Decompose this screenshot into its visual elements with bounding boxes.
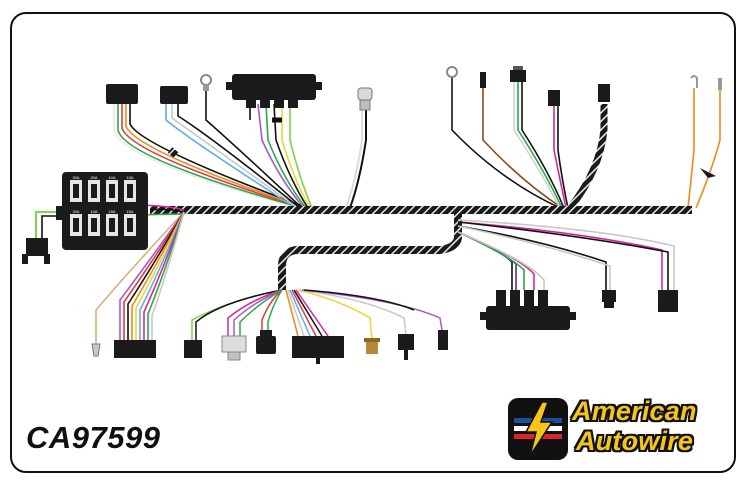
fuse-slot-center <box>127 184 133 198</box>
connector-bottom-2pin-a <box>184 340 202 358</box>
fuse-slot-center <box>109 184 115 198</box>
ring-terminal-top-right <box>446 66 458 78</box>
connector-top-2 <box>160 86 188 104</box>
fuse-label: 20A <box>90 175 97 180</box>
fuse-slot-center <box>127 218 133 232</box>
brand-name-line2: Autowire <box>576 426 694 456</box>
brand-name: American Autowire <box>572 396 697 456</box>
connector-right-small <box>602 290 616 308</box>
connector-top-wrapped <box>598 84 610 102</box>
connectors-top <box>106 66 722 178</box>
connectors-bottom <box>91 330 448 364</box>
connector-bottom-10pin <box>114 340 156 358</box>
connector-bottom-2pin-b <box>438 330 448 350</box>
fuse-label: 10A <box>108 175 115 180</box>
fuse-slot-center <box>91 218 97 232</box>
connector-top-2pin <box>548 90 560 106</box>
hook-terminals <box>690 75 722 90</box>
wrap-clip <box>167 147 179 158</box>
connector-top-1 <box>106 84 138 104</box>
connector-bottom-amber <box>364 338 380 354</box>
fuse-box: 20A 20A 10A 10A 20A 10A 15A 15A <box>56 172 148 250</box>
part-number: CA97599 <box>26 420 161 455</box>
fuse-label: 15A <box>108 209 115 214</box>
wrapped-branch-top-right <box>567 104 608 211</box>
brand-name-line1: American <box>572 396 697 426</box>
connector-right-3pin <box>658 290 678 312</box>
fuse-slot-center <box>73 184 79 198</box>
wires-fusebox <box>35 204 185 344</box>
fuse-label: 10A <box>126 175 133 180</box>
connector-bottom-light <box>221 335 247 361</box>
lower-trunk <box>278 212 462 290</box>
single-wire-terminal <box>91 343 101 357</box>
connector-top-large <box>226 74 322 108</box>
connector-ground-left <box>22 238 50 264</box>
fuse-label: 15A <box>126 209 133 214</box>
wires-top-right <box>451 78 721 209</box>
wires-lower <box>191 289 443 341</box>
wires-top-left <box>113 90 367 209</box>
connector-right-large <box>480 290 576 330</box>
lightning-bolt-icon <box>524 401 554 457</box>
brand-logo: American Autowire <box>508 396 733 466</box>
fuse-label: 20A <box>72 175 79 180</box>
connector-bottom-3pin <box>256 330 276 354</box>
fuse-label: 10A <box>90 209 97 214</box>
ring-terminal-top <box>200 74 212 86</box>
connector-bottom-large <box>292 336 344 364</box>
brand-badge-icon <box>508 398 568 460</box>
wires-lower-right <box>457 219 675 290</box>
fuse-label: 20A <box>72 209 79 214</box>
connector-top-3pin <box>510 66 526 82</box>
fuse-slot-center <box>73 218 79 232</box>
inline-fuse <box>700 168 716 178</box>
fuse-slot-center <box>109 218 115 232</box>
bulb-socket-top <box>357 87 373 111</box>
connector-bottom-switch <box>398 334 414 360</box>
bullet-terminal-top <box>480 72 486 88</box>
fuse-slot-center <box>91 184 97 198</box>
